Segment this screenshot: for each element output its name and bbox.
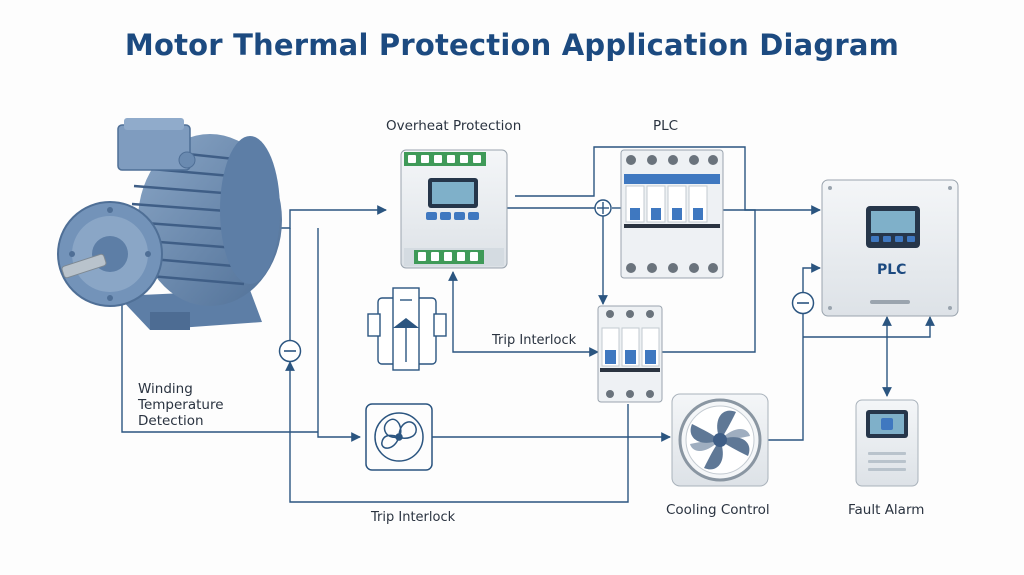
- circuit-breaker-small-icon: [597, 305, 663, 403]
- connection-wires: [121, 146, 935, 503]
- label-winding-line1: Winding: [138, 381, 193, 397]
- fault-alarm-icon: [855, 399, 919, 487]
- label-trip-interlock-mid: Trip Interlock: [492, 333, 577, 348]
- fan-motor-icon: [365, 403, 433, 471]
- plc-unit-icon: [821, 179, 959, 317]
- label-cooling-control: Cooling Control: [666, 502, 770, 518]
- cooling-fan-icon: [671, 393, 769, 487]
- wire-trip-interlock-mid: [448, 271, 599, 357]
- minus-junction-icon: [791, 291, 815, 315]
- page-title: Motor Thermal Protection Application Dia…: [124, 28, 900, 62]
- wire-minus-up: [802, 263, 821, 293]
- motor-icon: [57, 118, 282, 330]
- wire-top-loop: [515, 146, 821, 215]
- junction-node-icon: [594, 199, 612, 217]
- wire-plc-bottom: [803, 316, 935, 338]
- label-trip-interlock-bottom: Trip Interlock: [371, 510, 456, 525]
- wire-breaker-mid: [661, 209, 756, 353]
- label-winding-line2: Temperature: [138, 397, 224, 413]
- wire-to-fan: [317, 228, 361, 442]
- label-plc-box: PLC: [877, 262, 907, 278]
- wire-cooling-to-plc: [768, 313, 804, 441]
- wire-left-down: [285, 361, 629, 503]
- wire-winding: [121, 292, 318, 433]
- circuit-breaker-icon: [620, 149, 724, 279]
- label-winding-detection: Winding Temperature Detection: [138, 381, 224, 429]
- current-transformer-icon: [367, 287, 447, 371]
- minus-junction-icon: [278, 339, 302, 363]
- label-winding-line3: Detection: [138, 413, 204, 429]
- label-overheat-protection: Overheat Protection: [386, 118, 522, 134]
- label-plc-top: PLC: [653, 118, 679, 134]
- overheat-relay-icon: [400, 149, 508, 269]
- label-fault-alarm: Fault Alarm: [848, 502, 925, 518]
